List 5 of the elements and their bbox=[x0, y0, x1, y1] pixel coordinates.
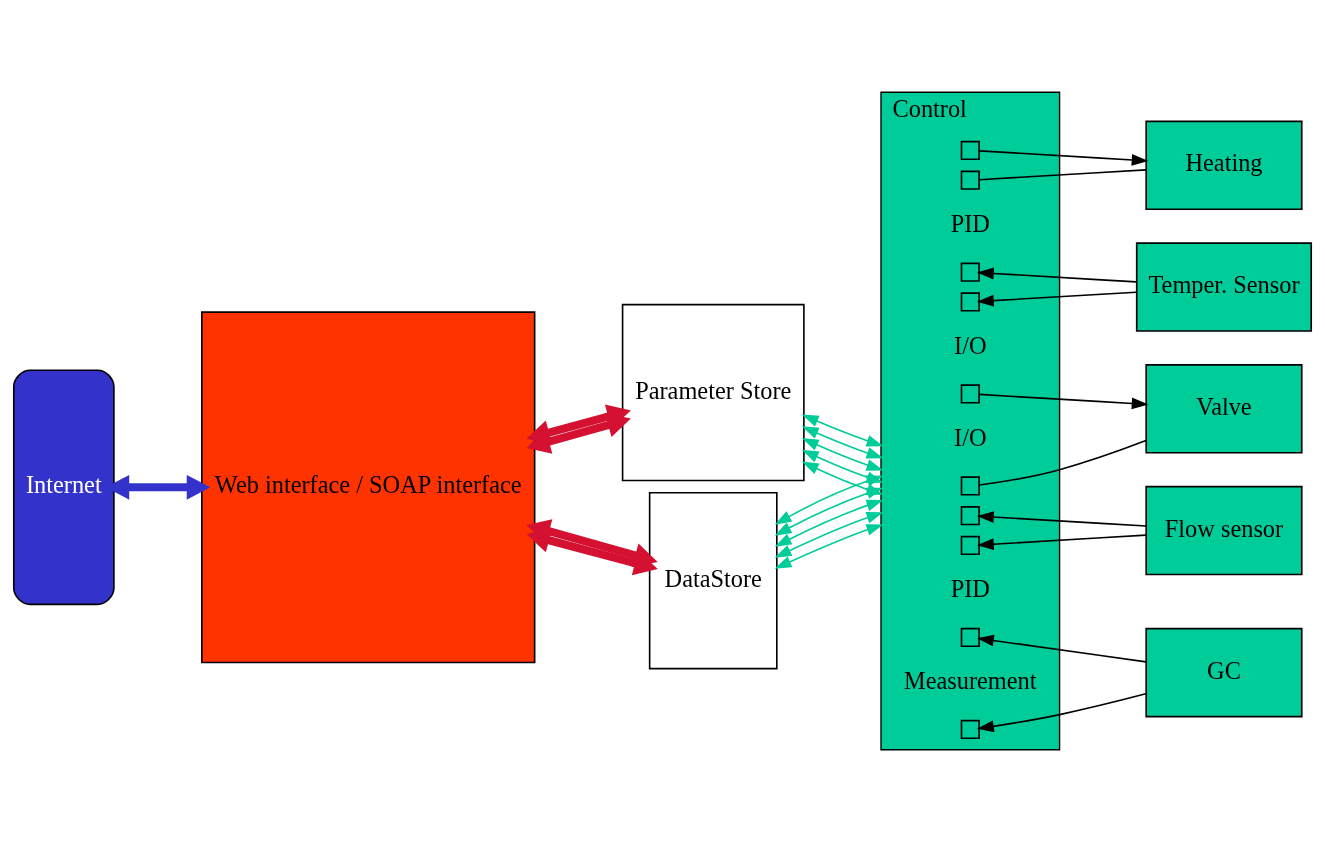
label: I/O bbox=[954, 331, 987, 359]
label: I/O bbox=[954, 423, 987, 451]
label: PID bbox=[950, 575, 990, 603]
label: PID bbox=[950, 210, 990, 238]
label: Measurement bbox=[904, 667, 1037, 695]
